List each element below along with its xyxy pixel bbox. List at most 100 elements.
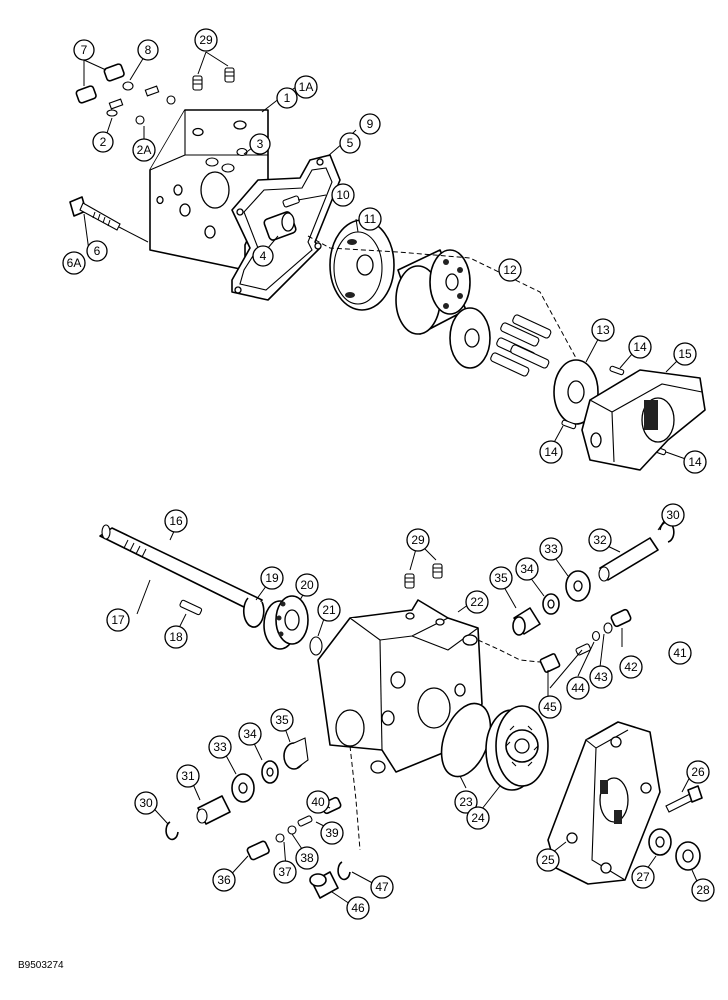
callout-label: 36 xyxy=(217,873,231,887)
callout-circle xyxy=(359,113,381,135)
callout-32: 32 xyxy=(588,528,612,552)
callout-circle xyxy=(539,537,563,561)
callout-17: 17 xyxy=(106,608,130,632)
callout-41: 41 xyxy=(668,641,692,665)
callout-label: 9 xyxy=(367,117,374,131)
callout-label: 41 xyxy=(673,646,687,660)
callout-21: 21 xyxy=(317,598,341,622)
callout-29: 29 xyxy=(194,28,218,52)
callout-label: 29 xyxy=(411,533,425,547)
callout-circle xyxy=(539,440,563,464)
callout-label: 6 xyxy=(94,244,101,258)
callout-label: 21 xyxy=(322,603,336,617)
callout-label: 19 xyxy=(265,571,279,585)
callout-circle xyxy=(619,655,643,679)
callout-label: 35 xyxy=(494,571,508,585)
callout-33: 33 xyxy=(208,735,232,759)
callout-circle xyxy=(536,848,560,872)
callout-6: 6 xyxy=(86,240,108,262)
callout-circle xyxy=(164,509,188,533)
callout-label: 14 xyxy=(688,455,702,469)
callout-circle xyxy=(631,865,655,889)
callout-1A: 1A xyxy=(294,75,318,99)
callout-circle xyxy=(589,665,613,689)
callout-label: 34 xyxy=(520,562,534,576)
callout-circle xyxy=(249,133,271,155)
callout-circle xyxy=(668,641,692,665)
part-drive-shaft xyxy=(99,524,263,613)
callout-circle xyxy=(686,760,710,784)
part-snap-ring-19 xyxy=(242,597,265,628)
callout-5: 5 xyxy=(339,132,361,154)
callout-label: 42 xyxy=(624,660,638,674)
callout-label: 10 xyxy=(336,188,350,202)
callout-label: 11 xyxy=(364,212,377,226)
part-pin-and-bushing xyxy=(263,195,300,241)
callout-circle xyxy=(339,132,361,154)
callout-circle xyxy=(273,860,297,884)
callout-label: 25 xyxy=(541,853,555,867)
callout-label: 26 xyxy=(691,765,705,779)
callout-label: 34 xyxy=(243,727,257,741)
part-plugs-lower xyxy=(246,796,351,899)
callout-47: 47 xyxy=(370,875,394,899)
callout-33: 33 xyxy=(539,537,563,561)
callout-30: 30 xyxy=(134,791,158,815)
callout-label: 5 xyxy=(347,136,354,150)
callout-27: 27 xyxy=(631,865,655,889)
part-shaft-key xyxy=(179,599,203,616)
part-bearing xyxy=(263,595,309,650)
callout-6A: 6A xyxy=(62,251,86,275)
callout-label: 1 xyxy=(284,91,291,105)
callout-label: 3 xyxy=(257,137,264,151)
part-gear-set xyxy=(485,705,549,791)
callout-31: 31 xyxy=(176,764,200,788)
drawing-reference-number: B9503274 xyxy=(18,960,64,971)
callout-10: 10 xyxy=(331,183,355,207)
callout-28: 28 xyxy=(691,878,715,902)
callout-40: 40 xyxy=(306,790,330,814)
callout-circle xyxy=(295,846,319,870)
callout-26: 26 xyxy=(686,760,710,784)
callout-44: 44 xyxy=(566,676,590,700)
callout-35: 35 xyxy=(270,708,294,732)
callout-23: 23 xyxy=(454,790,478,814)
callout-7: 7 xyxy=(73,39,95,61)
callout-circle xyxy=(194,28,218,52)
callout-label: 14 xyxy=(544,445,558,459)
callout-11: 11 xyxy=(358,207,382,231)
callout-circle xyxy=(92,131,114,153)
callout-circle xyxy=(358,207,382,231)
callout-label: 40 xyxy=(311,795,325,809)
callout-circle xyxy=(465,590,489,614)
callout-36: 36 xyxy=(212,868,236,892)
callout-label: 16 xyxy=(169,514,183,528)
callout-20: 20 xyxy=(295,573,319,597)
callout-label: 4 xyxy=(260,249,267,263)
callout-circle xyxy=(164,625,188,649)
callout-circle xyxy=(86,240,108,262)
callout-15: 15 xyxy=(673,342,697,366)
part-relief-valve-parts xyxy=(539,608,632,673)
part-ring-21 xyxy=(309,636,323,656)
callout-circle xyxy=(134,791,158,815)
part-pintle-left xyxy=(165,737,309,841)
callout-34: 34 xyxy=(238,722,262,746)
callout-circle xyxy=(331,183,355,207)
callout-label: 28 xyxy=(696,883,710,897)
callout-circle xyxy=(208,735,232,759)
callout-label: 6A xyxy=(67,256,82,270)
callout-circle xyxy=(454,790,478,814)
callout-circle xyxy=(346,896,370,920)
callout-circle xyxy=(406,528,430,552)
callout-circle xyxy=(317,598,341,622)
callout-38: 38 xyxy=(295,846,319,870)
callout-14: 14 xyxy=(539,440,563,464)
callout-14: 14 xyxy=(683,450,707,474)
callout-35: 35 xyxy=(489,566,513,590)
part-bolt xyxy=(69,196,149,243)
callout-label: 24 xyxy=(471,811,485,825)
callout-label: 43 xyxy=(594,670,608,684)
callout-39: 39 xyxy=(320,821,344,845)
